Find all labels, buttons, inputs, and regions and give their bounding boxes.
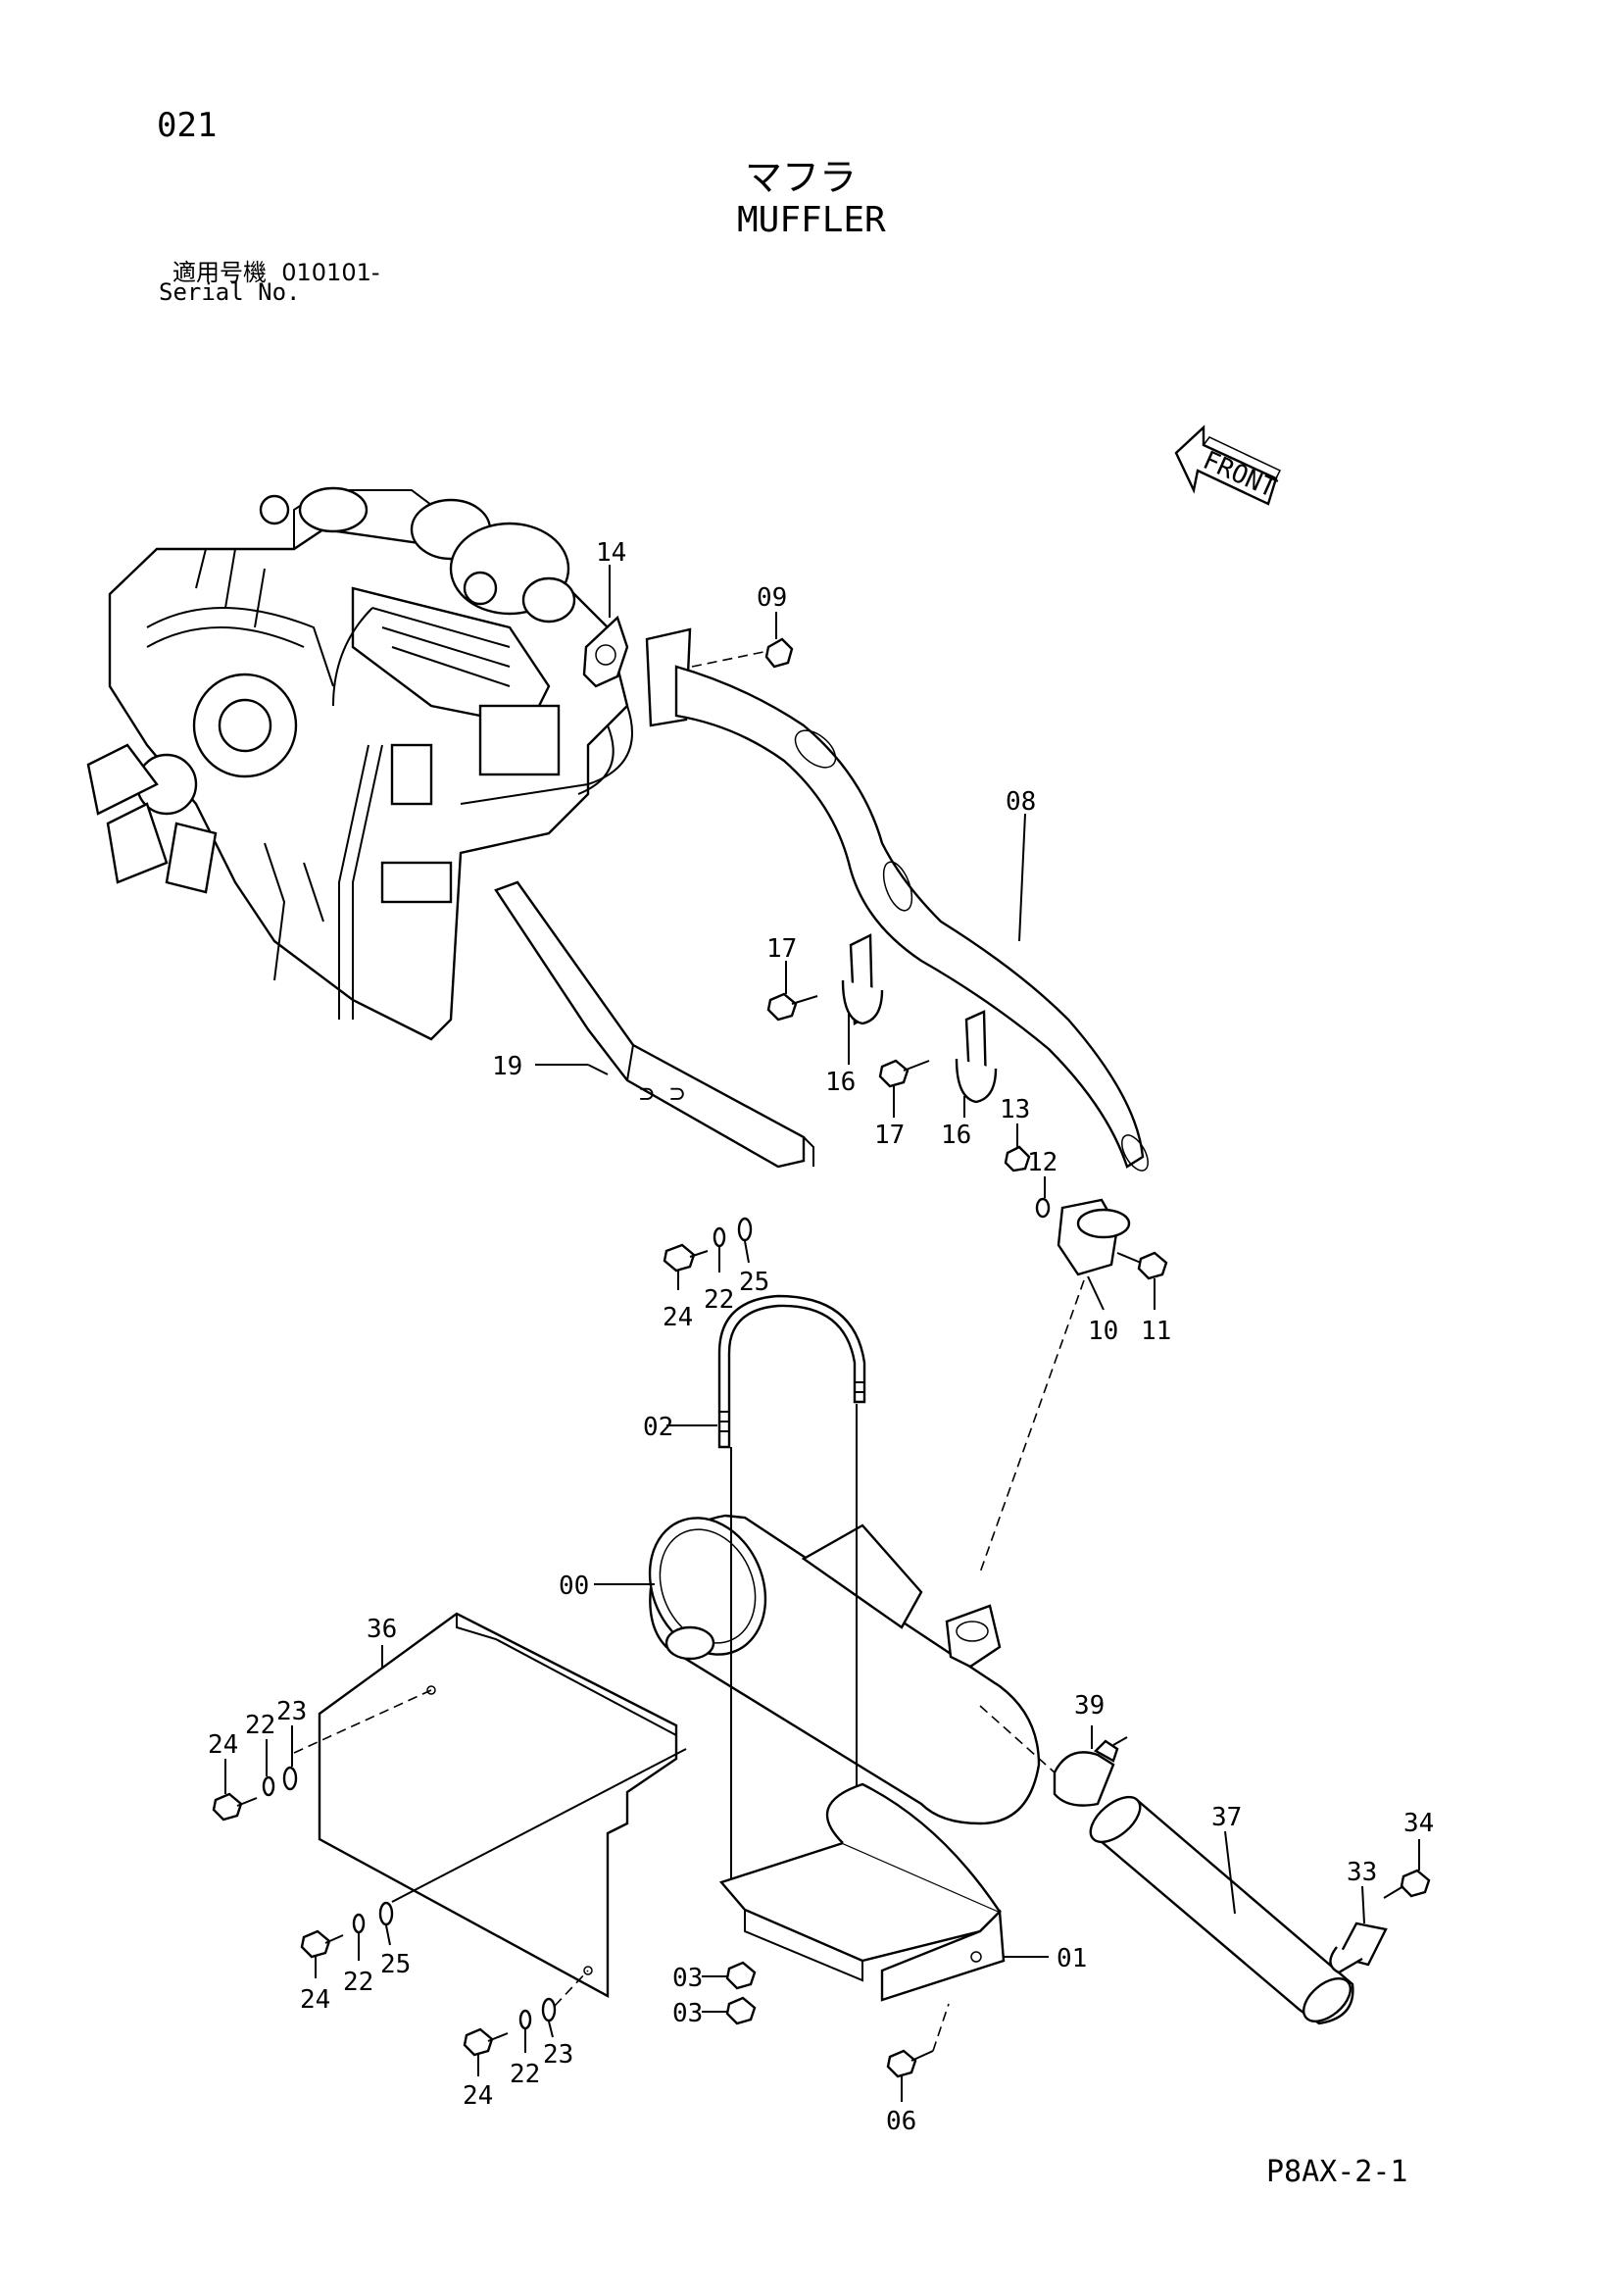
- callout-09: 09: [757, 583, 787, 613]
- muffler-00: 00: [559, 1514, 1041, 1825]
- clamp-33: 33: [1329, 1858, 1388, 1974]
- callout-16b: 16: [941, 1121, 971, 1150]
- bracket-19: ⊃ ⊃ 19: [492, 880, 814, 1169]
- callout-08: 08: [1006, 787, 1036, 817]
- bolt-washer-set-middle: 24 22 25: [300, 1901, 411, 2015]
- callout-22d: 22: [510, 2060, 540, 2089]
- muffler-base-01: 01: [718, 1782, 1087, 2002]
- callout-25b: 25: [380, 1950, 411, 1979]
- serial-number-label-jp: 適用号機 010101-: [172, 253, 380, 287]
- callout-23b: 23: [543, 2040, 573, 2070]
- callout-37: 37: [1211, 1803, 1242, 1832]
- callout-00: 00: [559, 1572, 589, 1601]
- nut-13: 13: [1000, 1095, 1031, 1173]
- callout-12: 12: [1027, 1148, 1057, 1177]
- callout-24b: 24: [208, 1730, 238, 1760]
- bolt-washer-set-left: 24 22 23: [208, 1697, 307, 1822]
- cover-36: 36: [318, 1612, 678, 1999]
- page-title: MUFFLER: [737, 200, 886, 240]
- clamp-39: 39: [979, 1691, 1128, 1807]
- callout-23a: 23: [276, 1697, 307, 1726]
- callout-24a: 24: [663, 1303, 693, 1332]
- callout-22a: 22: [704, 1285, 734, 1315]
- callout-03b: 03: [672, 1999, 703, 2028]
- callout-36: 36: [367, 1615, 397, 1644]
- nut-03-lower: 03: [672, 1996, 757, 2028]
- callout-39: 39: [1074, 1691, 1105, 1721]
- page-code: 021: [157, 106, 218, 145]
- callout-16a: 16: [825, 1068, 856, 1097]
- callout-01: 01: [1057, 1944, 1087, 1973]
- nut-09: 09: [691, 583, 794, 669]
- bolt-34: 34: [1383, 1809, 1434, 1899]
- callout-33: 33: [1347, 1858, 1377, 1887]
- callout-17a: 17: [766, 934, 797, 964]
- callout-19: 19: [492, 1052, 522, 1081]
- serial-number-label: Serial No.: [159, 278, 301, 306]
- callout-06: 06: [886, 2107, 916, 2136]
- callout-24c: 24: [300, 1985, 330, 2015]
- bolt-11: 11: [1116, 1251, 1171, 1346]
- callout-10: 10: [1088, 1317, 1118, 1346]
- u-bolt-02: 02: [643, 1294, 866, 1449]
- bolt-17-lower: 17: [874, 1059, 930, 1150]
- bolt-17-upper: 17: [766, 934, 818, 1022]
- nut-03-upper: 03: [672, 1961, 757, 1993]
- callout-02: 02: [643, 1413, 673, 1442]
- bolt-06: 06: [886, 2003, 950, 2136]
- callout-11: 11: [1141, 1317, 1171, 1346]
- bracket-19-mark: ⊃ ⊃: [639, 1079, 685, 1109]
- engine-illustration: [86, 486, 633, 1041]
- callout-24d: 24: [463, 2081, 493, 2111]
- callout-13: 13: [1000, 1095, 1030, 1124]
- callout-22c: 22: [343, 1968, 373, 1997]
- tail-pipe-37: 37: [1089, 1795, 1354, 2025]
- callout-22b: 22: [245, 1711, 275, 1740]
- clamp-16-lower: 16: [941, 1010, 998, 1150]
- serial-value: 010101-: [281, 259, 380, 286]
- page-title-jp: マフラ: [745, 156, 858, 199]
- front-label: FRONT: [1199, 446, 1281, 504]
- bolt-washer-set-upper: 24 22 25: [663, 1217, 769, 1332]
- serial-label-jp: 適用号機: [172, 259, 267, 286]
- gasket-14: 14: [582, 538, 629, 688]
- callout-34: 34: [1403, 1809, 1434, 1838]
- front-arrow-icon: FRONT: [1174, 424, 1282, 506]
- clamp-16-upper: 16: [825, 933, 884, 1097]
- callout-17b: 17: [874, 1121, 905, 1150]
- exhaust-pipe-08: 08: [645, 627, 1149, 1172]
- callout-25a: 25: [739, 1268, 769, 1297]
- bolt-washer-set-lower: 24 22 23: [463, 1970, 589, 2111]
- callout-03a: 03: [672, 1964, 703, 1993]
- clamp-10: 10: [1057, 1198, 1131, 1346]
- washer-12: 12: [1027, 1148, 1057, 1219]
- figure-code: P8AX-2-1: [1266, 2155, 1408, 2189]
- callout-14: 14: [596, 538, 626, 568]
